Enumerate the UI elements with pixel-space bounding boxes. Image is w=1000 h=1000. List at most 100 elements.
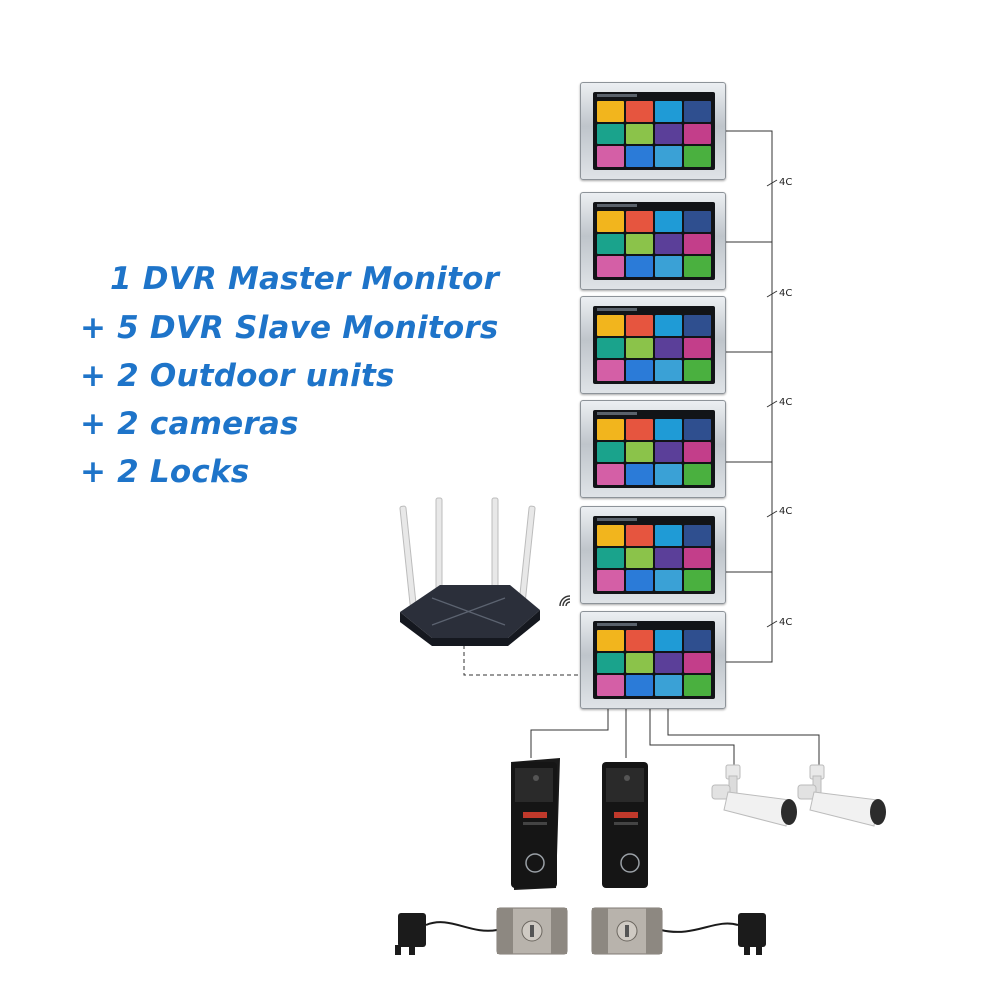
app-tile [597, 525, 624, 546]
app-tile [655, 337, 682, 359]
cable-label-3: 4C [779, 397, 793, 408]
monitor-screen [593, 516, 715, 594]
app-tile [597, 337, 624, 359]
app-tile [626, 233, 653, 255]
app-tile [597, 315, 624, 336]
app-tile [655, 464, 682, 485]
app-tile [655, 630, 682, 651]
app-tile [655, 146, 682, 167]
app-tile [684, 123, 711, 145]
slave-monitor-5 [580, 506, 726, 604]
app-tile [626, 441, 653, 463]
app-tile [655, 570, 682, 591]
wifi-router-icon [399, 497, 540, 646]
monitor-cable-brackets [726, 130, 773, 663]
app-tile [684, 256, 711, 277]
app-tile [597, 441, 624, 463]
app-tile [684, 525, 711, 546]
app-tile [655, 419, 682, 440]
cable-label-2: 4C [779, 288, 793, 299]
app-tile [626, 652, 653, 674]
app-tile [684, 464, 711, 485]
slave-monitor-4 [580, 400, 726, 498]
app-tile [626, 570, 653, 591]
app-tile [626, 464, 653, 485]
power-adapter-icon [660, 913, 766, 955]
app-tile [597, 464, 624, 485]
monitor-screen [593, 306, 715, 384]
app-tile [626, 256, 653, 277]
electric-lock-icon [496, 907, 568, 955]
bullet-camera-icon [797, 764, 886, 827]
app-tile [597, 101, 624, 122]
app-tile [684, 315, 711, 336]
app-tile [684, 570, 711, 591]
app-tile [655, 675, 682, 696]
app-tile [684, 441, 711, 463]
app-tile [597, 123, 624, 145]
app-tile [597, 652, 624, 674]
doorbell-icon [511, 758, 560, 890]
app-tile [597, 630, 624, 651]
app-tile [655, 525, 682, 546]
app-tile [597, 146, 624, 167]
app-tile [684, 675, 711, 696]
doorbell-icon [602, 762, 648, 888]
cable-label-1: 4C [779, 177, 793, 188]
app-tile [597, 675, 624, 696]
app-tile [626, 525, 653, 546]
app-tile [626, 419, 653, 440]
app-tile [684, 630, 711, 651]
monitor-screen [593, 621, 715, 699]
feature-cameras: + 2 cameras [80, 406, 299, 442]
app-tile [655, 441, 682, 463]
app-tile [597, 256, 624, 277]
app-tile [684, 101, 711, 122]
app-tile [684, 233, 711, 255]
feature-slave-monitors: + 5 DVR Slave Monitors [80, 310, 499, 346]
cable-label-4: 4C [779, 506, 793, 517]
wifi-signal-icon [559, 595, 571, 607]
app-tile [684, 547, 711, 569]
app-tile [626, 123, 653, 145]
app-tile [626, 101, 653, 122]
app-tile [626, 146, 653, 167]
app-tile [626, 547, 653, 569]
feature-locks: + 2 Locks [80, 454, 250, 490]
slave-monitor-3 [580, 296, 726, 394]
app-tile [626, 315, 653, 336]
app-tile [655, 233, 682, 255]
slave-monitor-1 [580, 82, 726, 180]
app-tile [655, 123, 682, 145]
app-tile [626, 337, 653, 359]
app-tile [684, 652, 711, 674]
cable-label-5: 4C [779, 617, 793, 628]
app-tile [626, 211, 653, 232]
app-tile [655, 256, 682, 277]
power-adapter-icon [395, 913, 498, 955]
monitor-screen [593, 410, 715, 488]
app-tile [655, 547, 682, 569]
app-tile [684, 337, 711, 359]
app-tile [655, 652, 682, 674]
slave-monitor-2 [580, 192, 726, 290]
app-tile [655, 315, 682, 336]
master-monitor [580, 611, 726, 709]
app-tile [655, 211, 682, 232]
feature-outdoor-units: + 2 Outdoor units [80, 358, 395, 394]
app-tile [597, 570, 624, 591]
app-tile [684, 146, 711, 167]
monitor-screen [593, 202, 715, 280]
network-dashed-link [463, 638, 580, 676]
app-tile [684, 211, 711, 232]
app-tile [597, 211, 624, 232]
app-tile [684, 419, 711, 440]
monitor-screen [593, 92, 715, 170]
feature-master-monitor: 1 DVR Master Monitor [110, 261, 500, 297]
app-tile [597, 233, 624, 255]
app-tile [684, 360, 711, 381]
app-tile [655, 101, 682, 122]
bullet-camera-icon [711, 764, 797, 827]
app-tile [626, 360, 653, 381]
